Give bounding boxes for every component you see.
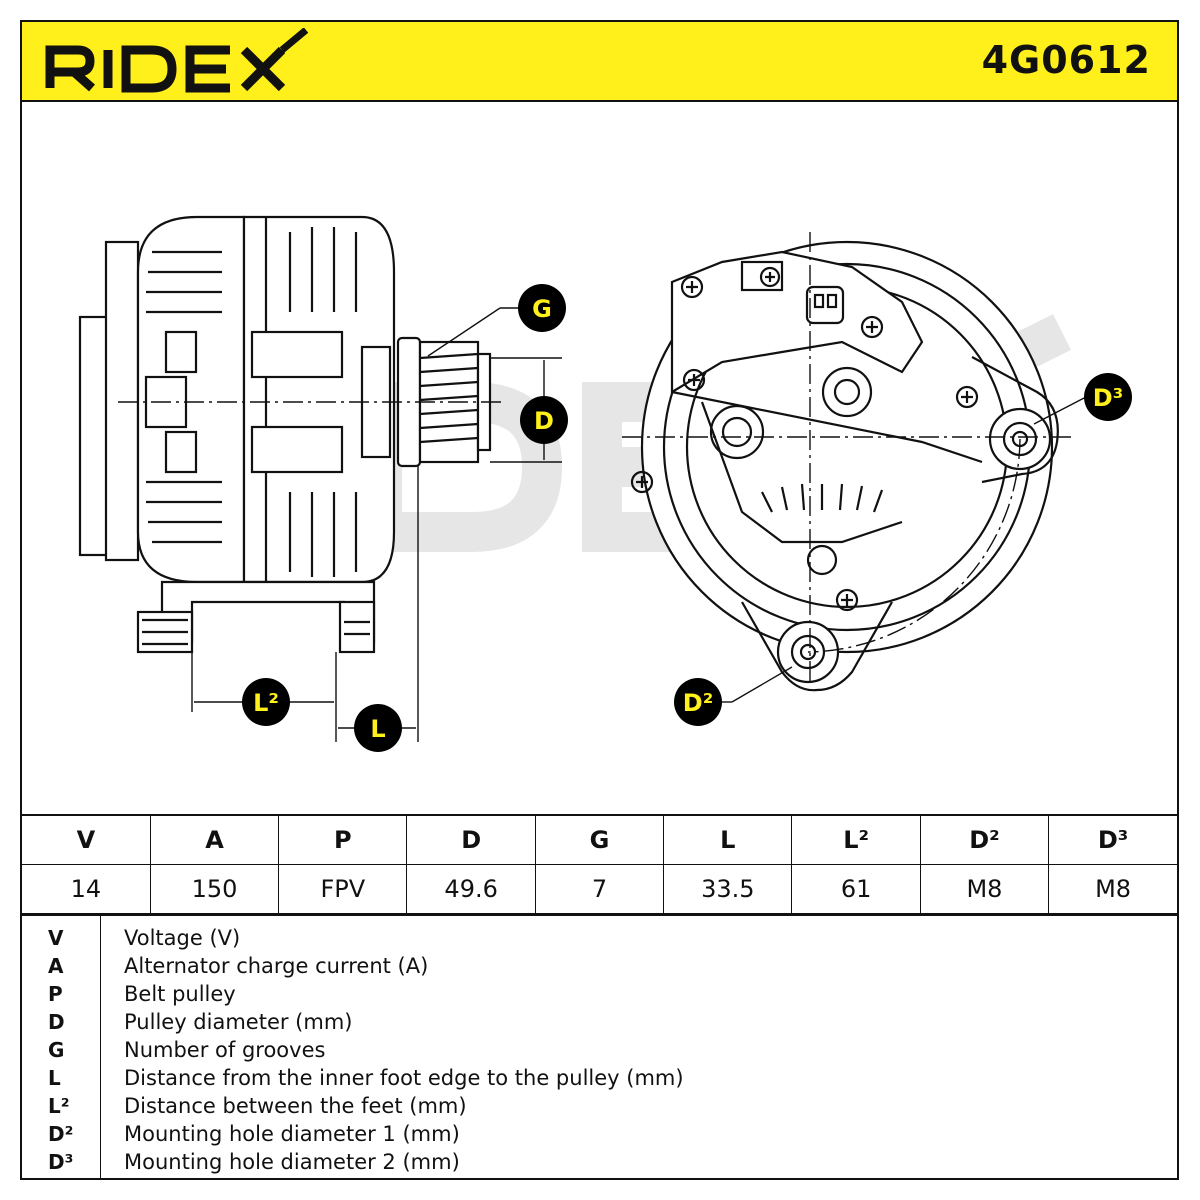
legend-item: A Alternator charge current (A) bbox=[22, 952, 1177, 980]
svg-text:D²: D² bbox=[683, 689, 713, 717]
legend-description: Alternator charge current (A) bbox=[124, 954, 429, 978]
legend-item: V Voltage (V) bbox=[22, 924, 1177, 952]
spec-value-cell: M8 bbox=[919, 864, 1050, 914]
legend-key: L² bbox=[48, 1094, 70, 1118]
spec-value-cell: FPV bbox=[278, 864, 408, 914]
part-number: 4G0612 bbox=[981, 38, 1151, 82]
svg-text:D: D bbox=[534, 407, 554, 435]
spec-header-cell: P bbox=[278, 814, 408, 865]
spec-value-cell: 7 bbox=[534, 864, 665, 914]
callout-l: L bbox=[354, 704, 402, 752]
spec-value-cell: 61 bbox=[791, 864, 921, 914]
spec-table: V A P D G L L² D² D³ 14 150 FPV 49.6 7 3… bbox=[22, 814, 1177, 914]
svg-text:L: L bbox=[370, 715, 385, 743]
callout-d2: D² bbox=[674, 678, 722, 726]
callout-d3: D³ bbox=[1084, 373, 1132, 421]
legend-description: Number of grooves bbox=[124, 1038, 326, 1062]
callout-g: G bbox=[518, 284, 566, 332]
header-bar: 4G0612 bbox=[22, 22, 1177, 102]
legend-description: Mounting hole diameter 1 (mm) bbox=[124, 1122, 460, 1146]
spec-value-cell: 150 bbox=[149, 864, 280, 914]
legend-item: P Belt pulley bbox=[22, 980, 1177, 1008]
spec-header-cell: G bbox=[534, 814, 665, 865]
ridex-logo bbox=[45, 28, 309, 93]
technical-drawing: G D L² L D³ D² bbox=[22, 102, 1177, 814]
legend-key: L bbox=[48, 1066, 61, 1090]
spec-header-cell: D bbox=[406, 814, 536, 865]
legend-item: D Pulley diameter (mm) bbox=[22, 1008, 1177, 1036]
spec-value-row: 14 150 FPV 49.6 7 33.5 61 M8 M8 bbox=[22, 864, 1177, 914]
spec-header-row: V A P D G L L² D² D³ bbox=[22, 814, 1177, 865]
legend-key: D bbox=[48, 1010, 65, 1034]
legend-description: Belt pulley bbox=[124, 982, 236, 1006]
front-view bbox=[630, 240, 1059, 692]
legend-divider bbox=[100, 916, 101, 1180]
front-centerlines bbox=[622, 232, 1088, 703]
legend-item: L² Distance between the feet (mm) bbox=[22, 1092, 1177, 1120]
spec-header-cell: L bbox=[663, 814, 793, 865]
legend-key: D² bbox=[48, 1122, 74, 1146]
legend-item: L Distance from the inner foot edge to t… bbox=[22, 1064, 1177, 1092]
legend-key: D³ bbox=[48, 1150, 74, 1174]
spec-header-cell: V bbox=[22, 814, 151, 865]
legend-description: Distance from the inner foot edge to the… bbox=[124, 1066, 684, 1090]
legend-key: P bbox=[48, 982, 63, 1006]
alternator-drawing: G D L² L D³ D² bbox=[78, 215, 1132, 752]
spec-value-cell: 49.6 bbox=[406, 864, 536, 914]
legend-item: G Number of grooves bbox=[22, 1036, 1177, 1064]
datasheet: 4G0612 bbox=[20, 20, 1179, 1180]
svg-text:D³: D³ bbox=[1093, 384, 1123, 412]
legend-key: A bbox=[48, 954, 64, 978]
legend-description: Pulley diameter (mm) bbox=[124, 1010, 353, 1034]
callout-d: D bbox=[520, 396, 568, 444]
legend-description: Distance between the feet (mm) bbox=[124, 1094, 467, 1118]
legend-item: D² Mounting hole diameter 1 (mm) bbox=[22, 1120, 1177, 1148]
svg-text:L²: L² bbox=[253, 689, 279, 717]
legend: V Voltage (V) A Alternator charge curren… bbox=[22, 914, 1177, 1180]
side-view bbox=[78, 215, 492, 654]
spec-value-cell: 14 bbox=[22, 864, 151, 914]
svg-text:G: G bbox=[532, 295, 552, 323]
spec-header-cell: L² bbox=[791, 814, 921, 865]
legend-key: V bbox=[48, 926, 64, 950]
spec-header-cell: D³ bbox=[1048, 814, 1177, 865]
spec-header-cell: D² bbox=[919, 814, 1050, 865]
legend-description: Mounting hole diameter 2 (mm) bbox=[124, 1150, 460, 1174]
legend-description: Voltage (V) bbox=[124, 926, 241, 950]
spec-header-cell: A bbox=[149, 814, 280, 865]
legend-key: G bbox=[48, 1038, 65, 1062]
spec-value-cell: M8 bbox=[1048, 864, 1177, 914]
spec-value-cell: 33.5 bbox=[663, 864, 793, 914]
legend-item: D³ Mounting hole diameter 2 (mm) bbox=[22, 1148, 1177, 1176]
callout-l2: L² bbox=[242, 678, 290, 726]
